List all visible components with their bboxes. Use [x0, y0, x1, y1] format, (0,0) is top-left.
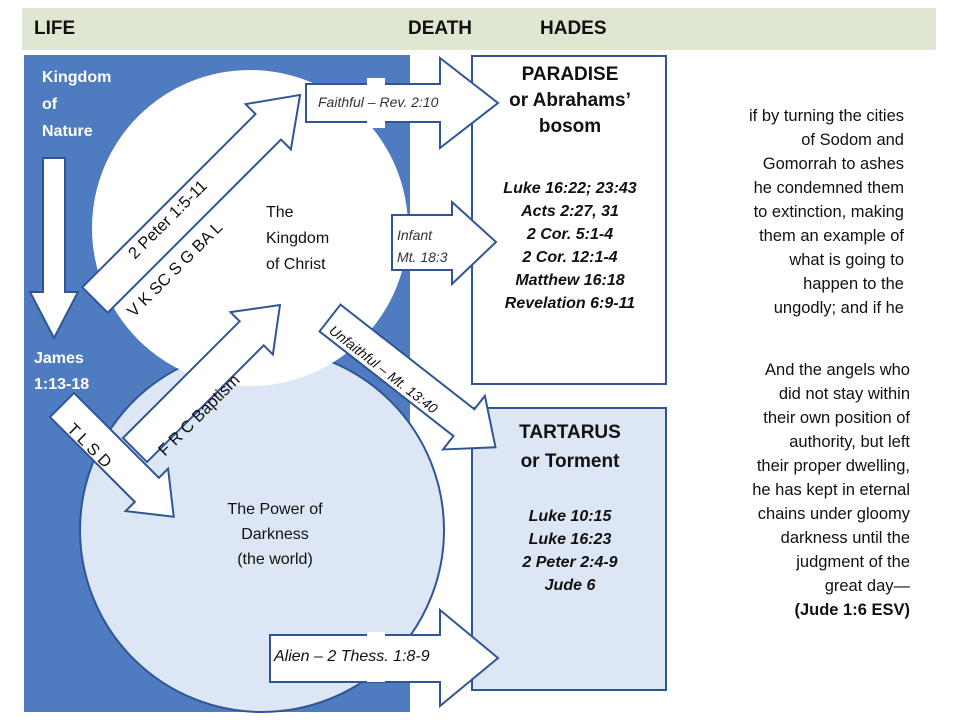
unfaithful-arrow	[318, 303, 497, 451]
paradise-refs: Luke 16:22; 23:43 Acts 2:27, 31 2 Cor. 5…	[503, 180, 637, 312]
tartarus-refs: Luke 10:15 Luke 16:23 2 Peter 2:4-9 Jude…	[522, 508, 618, 594]
nature-down-arrow	[28, 157, 80, 341]
peter-quote: if by turning the cities of Sodom and Go…	[749, 107, 904, 317]
tartarus-box	[471, 407, 667, 691]
tlsd-arrow	[48, 391, 175, 518]
gate-mark-bottom	[367, 632, 385, 682]
baptism-arrow	[121, 303, 282, 464]
header-hades: HADES	[540, 18, 607, 39]
peter-arrow	[80, 93, 302, 315]
power-of-darkness-label: The Power of Darkness (the world)	[227, 501, 323, 568]
faithful-arrow	[305, 55, 500, 151]
kingdom-of-christ-label: The Kingdom of Christ	[266, 204, 330, 273]
paradise-title: PARADISE or Abrahams’ bosom	[509, 64, 631, 137]
gate-mark-top	[367, 78, 385, 128]
header-life: LIFE	[34, 18, 76, 39]
jude-ref: (Jude 1:6 ESV)	[794, 601, 910, 619]
faithful-label: Faithful – Rev. 2:10	[318, 94, 439, 110]
infant-label: Infant Mt. 18:3	[397, 227, 448, 265]
jude-quote: And the angels who did not stay within t…	[670, 358, 910, 622]
alien-label: Alien – 2 Thess. 1:8-9	[274, 648, 430, 665]
tartarus-title: TARTARUS or Torment	[519, 422, 621, 472]
kingdom-of-nature-label: Kingdom of Nature	[42, 69, 112, 140]
header-bar	[22, 8, 936, 50]
infant-arrow	[391, 199, 498, 287]
header-death: DEATH	[408, 18, 473, 39]
james-label: James 1:13-18	[34, 350, 90, 393]
paradise-box	[471, 55, 667, 385]
christ-circle	[92, 70, 408, 386]
